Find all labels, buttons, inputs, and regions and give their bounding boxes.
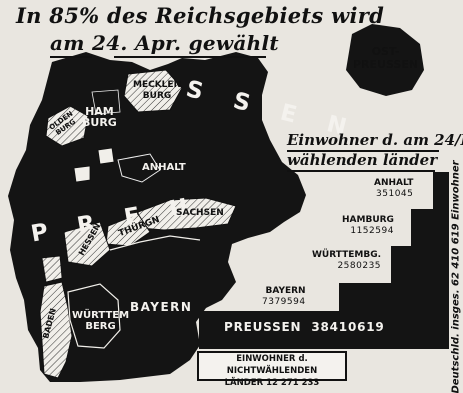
map-small-state (73, 165, 91, 183)
title-line-1: In 85% des Reichsgebiets wird (16, 3, 385, 28)
map-hessen (63, 221, 111, 267)
legend-underline (287, 150, 439, 152)
bar-value: 2580235 (337, 261, 382, 271)
total-label-text: Deutschld. insges. 62 410 619 Einwohner (450, 159, 462, 393)
map-ostpreussen (346, 24, 424, 96)
bar-name: WÜRTTEMBG. (312, 250, 382, 260)
bar-value: 38410619 (311, 320, 385, 334)
title-underline (50, 56, 92, 58)
map-bayern-border (109, 235, 201, 251)
label-ostpreussen: OST-PREUSSEN (353, 45, 419, 71)
legend-title-line-1: Einwohner d. am 24/IV (287, 131, 463, 149)
bar-name: BAYERN (265, 286, 306, 296)
title-underline (114, 56, 266, 58)
map-baden (39, 281, 73, 379)
map-small-state (97, 147, 115, 165)
map-mecklenburg (123, 69, 183, 113)
label-sachsen: SACHSEN (176, 208, 224, 218)
map-hamburg (91, 89, 121, 115)
map-oldenburg (45, 105, 89, 147)
bar-label: WÜRTTEMBG.2580235 (312, 250, 381, 272)
bar-label-preussen: PREUSSEN 38410619 (224, 320, 385, 334)
legend-title-line-2: wählenden länder (287, 151, 438, 169)
non-voting-line-2: LÄNDER 12 271 233 (224, 378, 320, 388)
bar-name: ANHALT (374, 178, 414, 188)
non-voting-box: EINWOHNER d. NICHTWÄHLENDEN LÄNDER 12 27… (197, 351, 347, 388)
map-wuerttemberg (67, 283, 121, 349)
map-pfalz (41, 255, 63, 283)
bar-name: HAMBURG (342, 215, 394, 225)
title-line-2: am 24. Apr. gewählt (50, 31, 279, 55)
non-voting-line-1: EINWOHNER d. NICHTWÄHLENDEN (226, 354, 318, 376)
bar-value: 1152594 (350, 226, 394, 236)
bar-value: 351045 (376, 189, 414, 199)
bar-name: PREUSSEN (224, 320, 302, 334)
label-anhalt: ANHALT (142, 162, 186, 173)
population-bar-chart (199, 172, 449, 349)
bar-value: 7379594 (262, 297, 306, 307)
map-anhalt (117, 153, 161, 183)
label-bayern: BAYERN (130, 300, 193, 314)
germany-map (8, 24, 424, 382)
legend-underline (287, 170, 435, 172)
poster: In 85% des Reichsgebiets wird am 24. Apr… (8, 3, 463, 393)
total-label: Deutschld. insges. 62 410 619 Einwohner (449, 160, 463, 393)
bar-preussen (199, 311, 449, 349)
